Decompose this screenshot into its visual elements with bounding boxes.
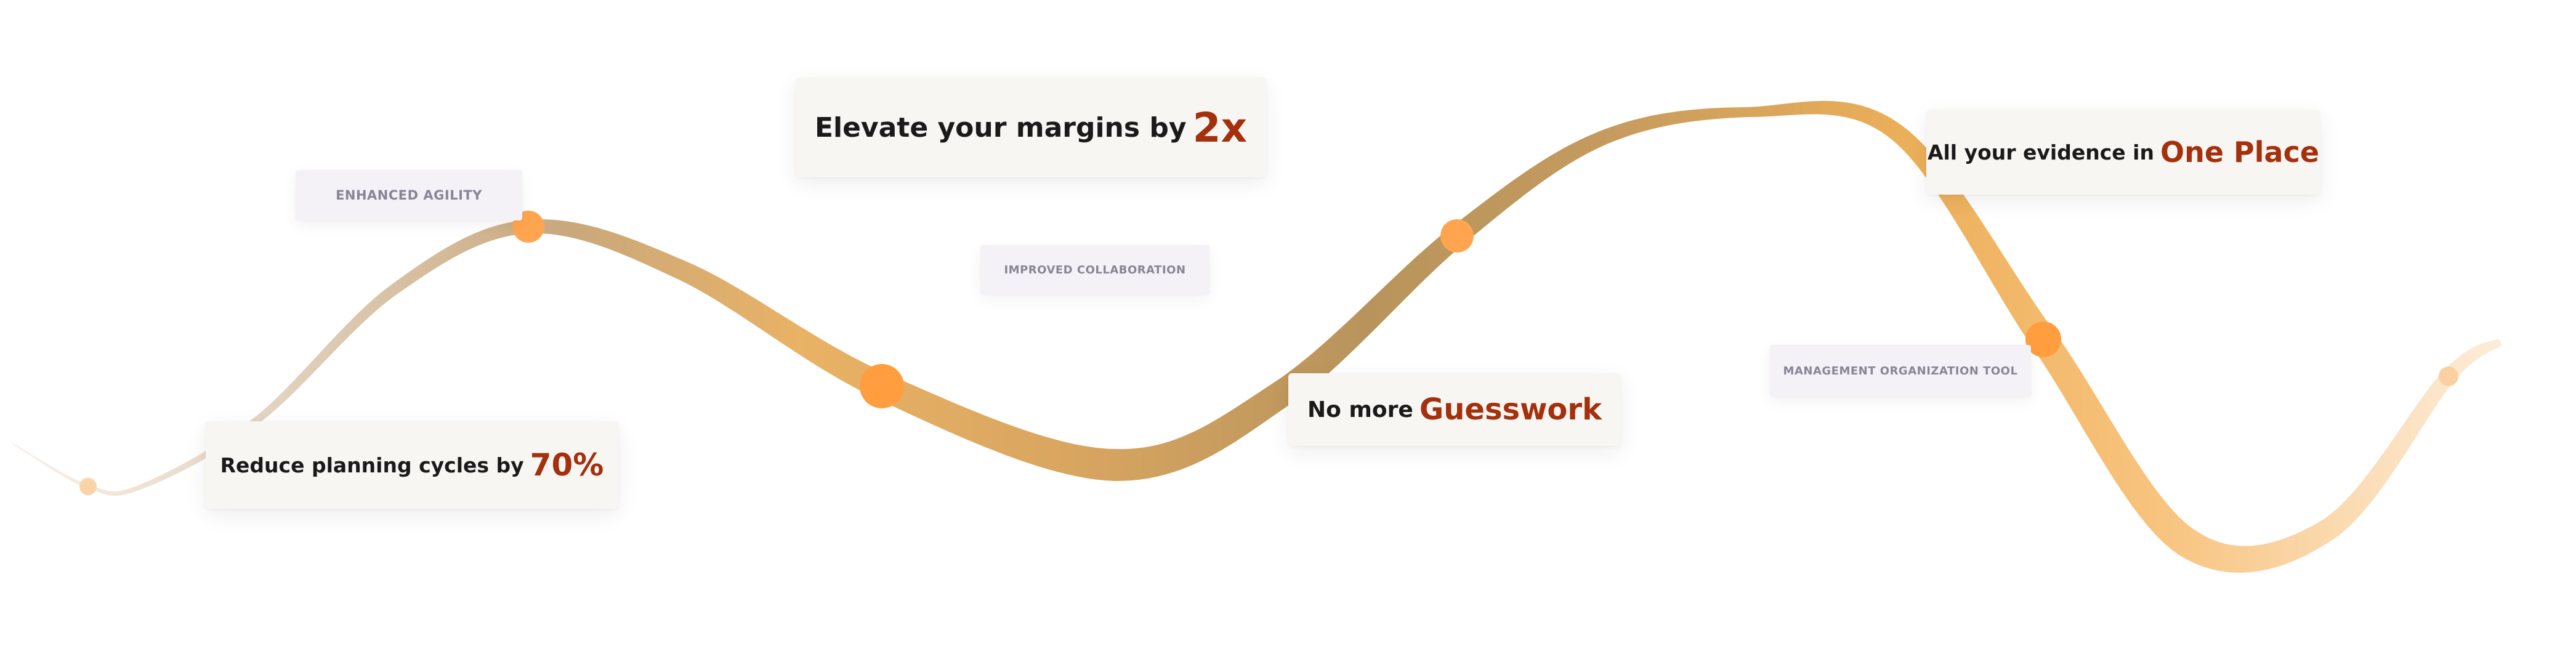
enhanced-agility-label: ENHANCED AGILITY [336,188,482,203]
reduce-planning-highlight: 70% [530,447,604,483]
evidence-one-place-card: All your evidence in One Place [1926,110,2320,195]
improved-collaboration-label: IMPROVED COLLABORATION [1004,263,1186,277]
curve-marker-collaboration [860,364,904,408]
evidence-text: All your evidence in [1927,140,2154,164]
management-tool-label: MANAGEMENT ORGANIZATION TOOL [1783,364,2018,378]
elevate-margins-highlight: 2x [1192,103,1248,152]
elevate-margins-card: Elevate your margins by 2x [796,78,1266,177]
management-tool-tag: MANAGEMENT ORGANIZATION TOOL [1770,345,2031,397]
evidence-highlight: One Place [2160,135,2320,169]
enhanced-agility-tag: ENHANCED AGILITY [296,170,522,220]
elevate-margins-text: Elevate your margins by [814,111,1187,144]
reduce-planning-text: Reduce planning cycles by [220,453,524,477]
curve-marker-end [2439,366,2458,386]
curve-marker-evidence [2025,321,2061,357]
no-guesswork-card: No more Guesswork [1288,373,1621,446]
curve-marker-guesswork [1440,219,1474,253]
no-guesswork-text: No more [1307,397,1413,422]
no-guesswork-highlight: Guesswork [1419,392,1602,427]
curve-marker-start [79,478,97,495]
reduce-planning-card: Reduce planning cycles by 70% [206,421,618,509]
improved-collaboration-tag: IMPROVED COLLABORATION [980,245,1209,294]
